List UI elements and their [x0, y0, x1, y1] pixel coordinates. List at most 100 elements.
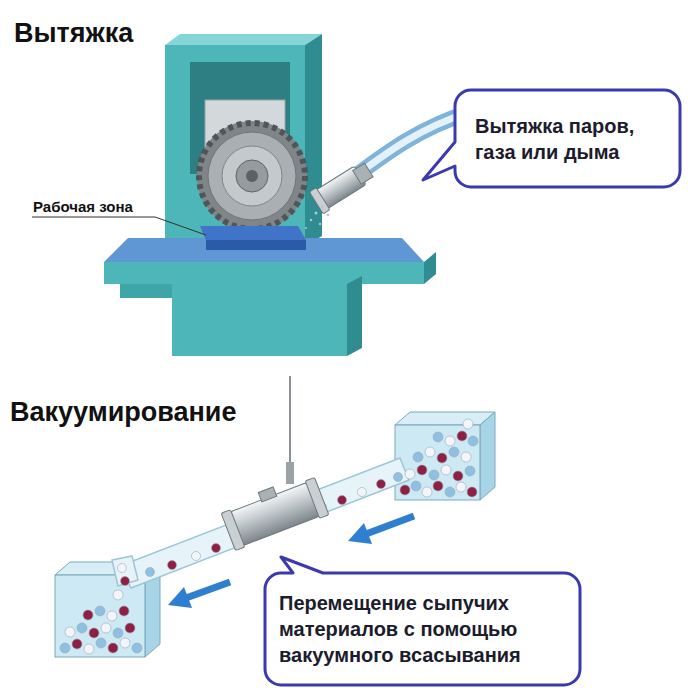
pipe-elbow	[112, 556, 138, 586]
particle	[425, 447, 435, 457]
section-heading: Вакуумирование	[10, 397, 236, 428]
particle	[95, 606, 105, 616]
particle	[168, 561, 177, 570]
particle	[113, 628, 123, 638]
spray-dot	[321, 206, 324, 209]
spray-dot	[310, 219, 312, 221]
particle	[445, 436, 455, 446]
bubble-body: Перемещение сыпучих материалов с помощью…	[265, 573, 580, 685]
particle	[433, 481, 443, 491]
source-box-side	[480, 412, 495, 500]
particle	[132, 643, 142, 653]
particle	[394, 473, 403, 482]
particle	[146, 568, 155, 577]
column-side	[305, 34, 322, 246]
fitting-flange	[305, 477, 329, 518]
wheel-face	[208, 132, 296, 220]
base-ledge	[120, 284, 172, 298]
particle	[338, 496, 347, 505]
column-top	[165, 34, 322, 45]
flow-arrowhead	[168, 587, 192, 608]
fitting-port	[258, 487, 277, 502]
spray-dot	[319, 223, 321, 225]
particle	[121, 577, 130, 586]
particle	[449, 447, 459, 457]
particle	[453, 471, 463, 481]
table-top	[104, 238, 424, 262]
particle	[461, 452, 471, 462]
particle	[422, 487, 432, 497]
spray-dot	[315, 212, 318, 215]
grinding-wheel	[197, 121, 307, 231]
wheel-teeth	[199, 123, 305, 229]
particle	[465, 466, 475, 476]
particle	[411, 481, 421, 491]
particle	[467, 487, 477, 497]
particle	[119, 606, 129, 616]
particle	[437, 453, 447, 463]
base-side	[347, 276, 362, 356]
particle	[413, 452, 423, 462]
particle	[456, 482, 466, 492]
callout-text: Перемещение сыпучих материалов с помощью…	[279, 590, 570, 668]
particle	[417, 465, 427, 475]
fitting-flange	[221, 510, 245, 551]
table-side	[424, 252, 436, 284]
table-front	[104, 262, 424, 284]
machine-base	[172, 284, 347, 356]
particle	[457, 431, 467, 441]
particle	[405, 469, 415, 479]
particle	[400, 485, 410, 495]
part-label: Рабочая зона	[33, 198, 133, 215]
nozzle-mouth	[309, 188, 330, 214]
particle	[441, 465, 451, 475]
wheel-ring	[222, 146, 282, 206]
particle	[463, 419, 473, 429]
bubble-border	[265, 557, 580, 685]
source-box-top	[395, 412, 495, 425]
wheel-hub	[236, 160, 268, 192]
work-zone-front	[206, 240, 306, 250]
particle	[72, 639, 82, 649]
spray-dots	[305, 206, 329, 230]
callout-bubble: Перемещение сыпучих материалов с помощью…	[265, 573, 580, 685]
bubble-border	[423, 90, 680, 187]
particle	[358, 488, 367, 497]
spray-dot	[327, 214, 330, 217]
particle	[96, 638, 106, 648]
particle	[120, 638, 130, 648]
source-box	[395, 425, 480, 500]
nozzle-coupling	[353, 163, 373, 184]
callout-text: Вытяжка паров, газа или дыма	[475, 113, 670, 165]
work-zone	[200, 226, 306, 240]
grinding-machine	[32, 34, 470, 356]
particle	[77, 623, 87, 633]
fitting-body	[229, 482, 320, 546]
particle	[445, 487, 455, 497]
spray-dot	[305, 227, 307, 229]
particle	[89, 628, 99, 638]
particle	[101, 623, 111, 633]
exhaust-nozzle	[309, 159, 375, 214]
particle	[377, 480, 386, 489]
vacuum-line	[289, 376, 291, 470]
particle	[113, 590, 123, 600]
vacuum-connector	[286, 462, 294, 484]
callout-bubble: Вытяжка паров, газа или дыма	[455, 90, 680, 187]
particle	[60, 643, 70, 653]
transfer-pipe	[120, 458, 409, 588]
flow-arrow	[186, 582, 230, 598]
particle	[212, 544, 221, 553]
particle	[433, 432, 443, 442]
particle	[65, 627, 75, 637]
wheel-axle	[246, 170, 258, 182]
particle	[125, 623, 135, 633]
particle	[108, 643, 118, 653]
vacuum-fitting	[219, 472, 329, 551]
particle	[192, 552, 201, 561]
particle	[429, 470, 439, 480]
particle	[107, 611, 117, 621]
section-heading: Вытяжка	[14, 18, 133, 49]
particle	[83, 610, 93, 620]
